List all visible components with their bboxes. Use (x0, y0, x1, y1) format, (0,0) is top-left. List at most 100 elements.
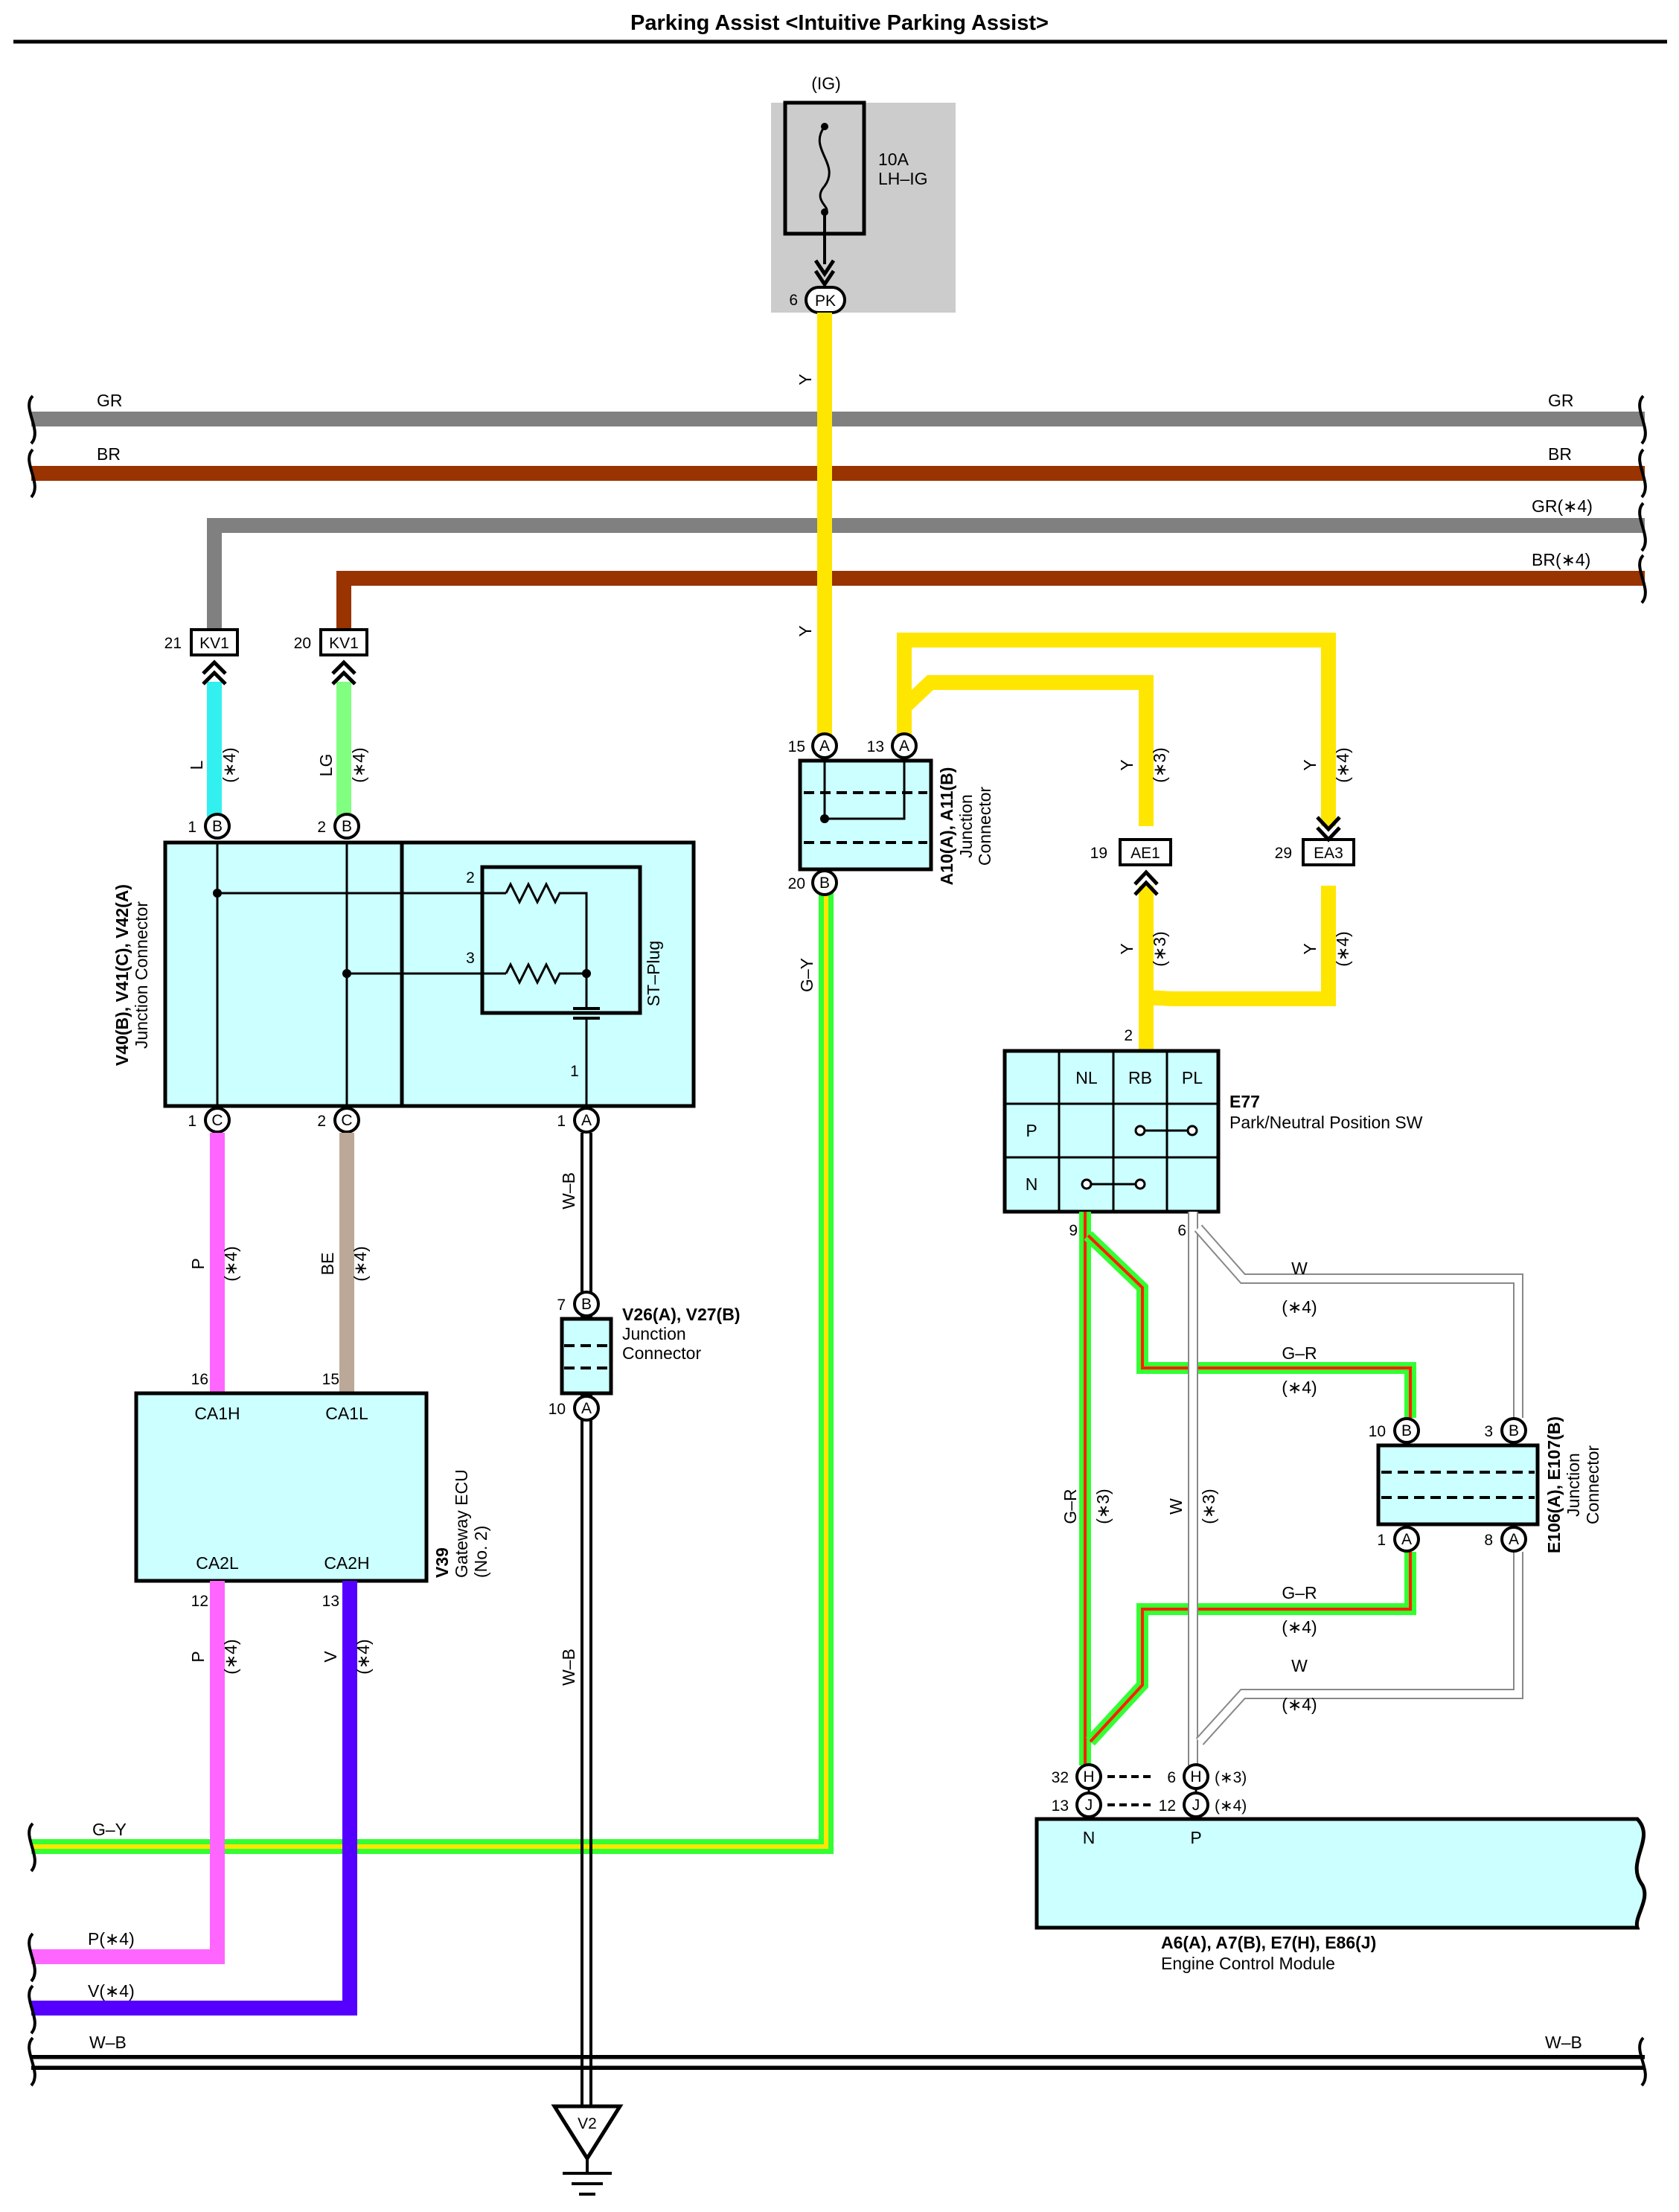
svg-text:(No. 2): (No. 2) (471, 1526, 490, 1578)
svg-text:B: B (1509, 1422, 1519, 1439)
bus-label-gr-left: GR (97, 391, 123, 410)
wire-label-y-mid: Y (796, 625, 815, 636)
gateway-ecu: 16 15 12 13 CA1H CA1L CA2L CA2H V39 Gate… (134, 1371, 490, 1610)
fuse-terminal: PK (815, 293, 836, 310)
bus-label-gr-right: GR (1548, 391, 1574, 410)
svg-text:1: 1 (557, 1113, 566, 1130)
svg-text:2: 2 (317, 819, 326, 836)
connector-ea3: EA3 29 (1275, 816, 1355, 866)
svg-text:13: 13 (322, 1593, 339, 1610)
svg-text:G–R: G–R (1282, 1583, 1317, 1602)
svg-text:29: 29 (1275, 845, 1292, 862)
bus-label-v4: V(∗4) (88, 1981, 135, 2001)
svg-text:(∗4): (∗4) (349, 747, 368, 782)
svg-text:C: C (211, 1112, 223, 1129)
svg-text:16: 16 (191, 1371, 208, 1388)
svg-text:H: H (1083, 1768, 1094, 1786)
svg-text:(∗3): (∗3) (1150, 747, 1169, 782)
svg-text:(∗4): (∗4) (1282, 1378, 1317, 1397)
ground-label: V2 (578, 2115, 597, 2132)
svg-text:3: 3 (466, 950, 475, 967)
svg-text:W–B: W–B (559, 1172, 578, 1209)
svg-text:3: 3 (1484, 1423, 1493, 1440)
svg-text:2: 2 (1124, 1027, 1133, 1044)
svg-text:V40(B), V41(C), V42(A): V40(B), V41(C), V42(A) (112, 884, 132, 1066)
svg-text:1: 1 (188, 819, 196, 836)
fuse-pin: 6 (789, 292, 798, 309)
svg-text:B: B (581, 1296, 592, 1313)
bus-lines (31, 412, 1645, 2070)
junction-connector-v26: B 7 A 10 V26(A), V27(B) Junction Connect… (549, 1291, 740, 1422)
connector-kv1-left: KV1 21 (164, 628, 239, 685)
svg-text:W: W (1166, 1498, 1186, 1515)
svg-text:G–R: G–R (1061, 1489, 1080, 1524)
svg-text:PL: PL (1182, 1068, 1203, 1087)
svg-text:1: 1 (570, 1063, 579, 1080)
svg-text:Junction: Junction (622, 1324, 686, 1343)
svg-text:A: A (581, 1112, 592, 1129)
st-plug-label: ST–Plug (644, 941, 663, 1006)
svg-text:Y: Y (1117, 943, 1136, 954)
svg-text:A6(A), A7(B), E7(H), E86(J): A6(A), A7(B), E7(H), E86(J) (1161, 1933, 1376, 1952)
svg-text:13: 13 (1052, 1797, 1069, 1815)
svg-text:NL: NL (1075, 1068, 1098, 1087)
svg-text:21: 21 (164, 635, 182, 652)
junction-connector-v40: 2 3 1 ST–Plug B 1 B 2 C 1 C 2 A 1 V40(B)… (112, 813, 696, 1134)
connector-ae1: AE1 19 (1090, 838, 1172, 896)
svg-text:(∗4): (∗4) (1333, 747, 1352, 782)
svg-text:Y: Y (1117, 759, 1136, 770)
svg-text:20: 20 (788, 875, 805, 892)
svg-text:A: A (1401, 1531, 1412, 1548)
junction-connector-a10: A 15 A 13 B 20 A10(A), A11(B) Junction C… (788, 732, 994, 896)
svg-text:Gateway ECU: Gateway ECU (452, 1469, 471, 1578)
bus-label-br4: BR(∗4) (1532, 550, 1590, 569)
wires-w (1188, 1212, 1523, 1765)
ground-v2: V2 (551, 2104, 624, 2196)
svg-text:J: J (1192, 1797, 1200, 1814)
svg-text:(∗4): (∗4) (221, 1639, 240, 1674)
svg-text:Junction: Junction (1564, 1453, 1583, 1517)
svg-text:CA1H: CA1H (194, 1404, 240, 1423)
fuse-name: LH–IG (878, 169, 927, 188)
svg-text:(∗4): (∗4) (221, 1246, 240, 1281)
svg-text:H: H (1190, 1768, 1201, 1786)
svg-text:Y: Y (1300, 943, 1320, 954)
svg-text:19: 19 (1090, 845, 1107, 862)
svg-text:(∗4): (∗4) (1215, 1797, 1247, 1815)
svg-text:10: 10 (549, 1401, 566, 1418)
svg-text:G–R: G–R (1282, 1343, 1317, 1363)
svg-text:(∗4): (∗4) (220, 747, 239, 782)
engine-control-module: H 32 J 13 H 6 (∗3) J 12 (∗4) N P A6(A), … (1034, 1763, 1647, 1973)
svg-text:N: N (1026, 1174, 1038, 1194)
svg-text:Connector: Connector (1583, 1445, 1602, 1524)
svg-text:(∗3): (∗3) (1199, 1489, 1218, 1524)
svg-text:10: 10 (1369, 1423, 1386, 1440)
svg-text:P: P (188, 1651, 208, 1662)
svg-text:CA2L: CA2L (196, 1553, 239, 1573)
svg-text:P: P (1026, 1121, 1037, 1140)
bus-label-gy: G–Y (92, 1820, 127, 1839)
svg-text:13: 13 (867, 738, 884, 755)
page-title: Parking Assist <Intuitive Parking Assist… (630, 11, 1049, 35)
svg-text:C: C (341, 1112, 352, 1129)
connector-kv1-right: KV1 20 (294, 628, 368, 685)
svg-text:6: 6 (1177, 1222, 1186, 1239)
svg-text:(∗3): (∗3) (1093, 1489, 1113, 1524)
svg-text:A: A (899, 738, 909, 755)
svg-text:12: 12 (1159, 1797, 1176, 1815)
svg-text:(∗4): (∗4) (351, 1246, 370, 1281)
svg-text:20: 20 (294, 635, 311, 652)
svg-text:A: A (1509, 1531, 1519, 1548)
svg-text:12: 12 (191, 1593, 208, 1610)
svg-text:W: W (1291, 1656, 1308, 1675)
svg-text:15: 15 (788, 738, 805, 755)
svg-text:(∗4): (∗4) (1333, 931, 1352, 966)
svg-text:A: A (581, 1400, 592, 1417)
svg-text:L: L (187, 760, 206, 770)
svg-text:Park/Neutral Position SW: Park/Neutral Position SW (1229, 1113, 1423, 1132)
bus-break-marks (28, 394, 1647, 2087)
svg-text:CA1L: CA1L (325, 1404, 368, 1423)
wires-g-r (1079, 1212, 1416, 1765)
svg-text:BE: BE (318, 1253, 337, 1276)
